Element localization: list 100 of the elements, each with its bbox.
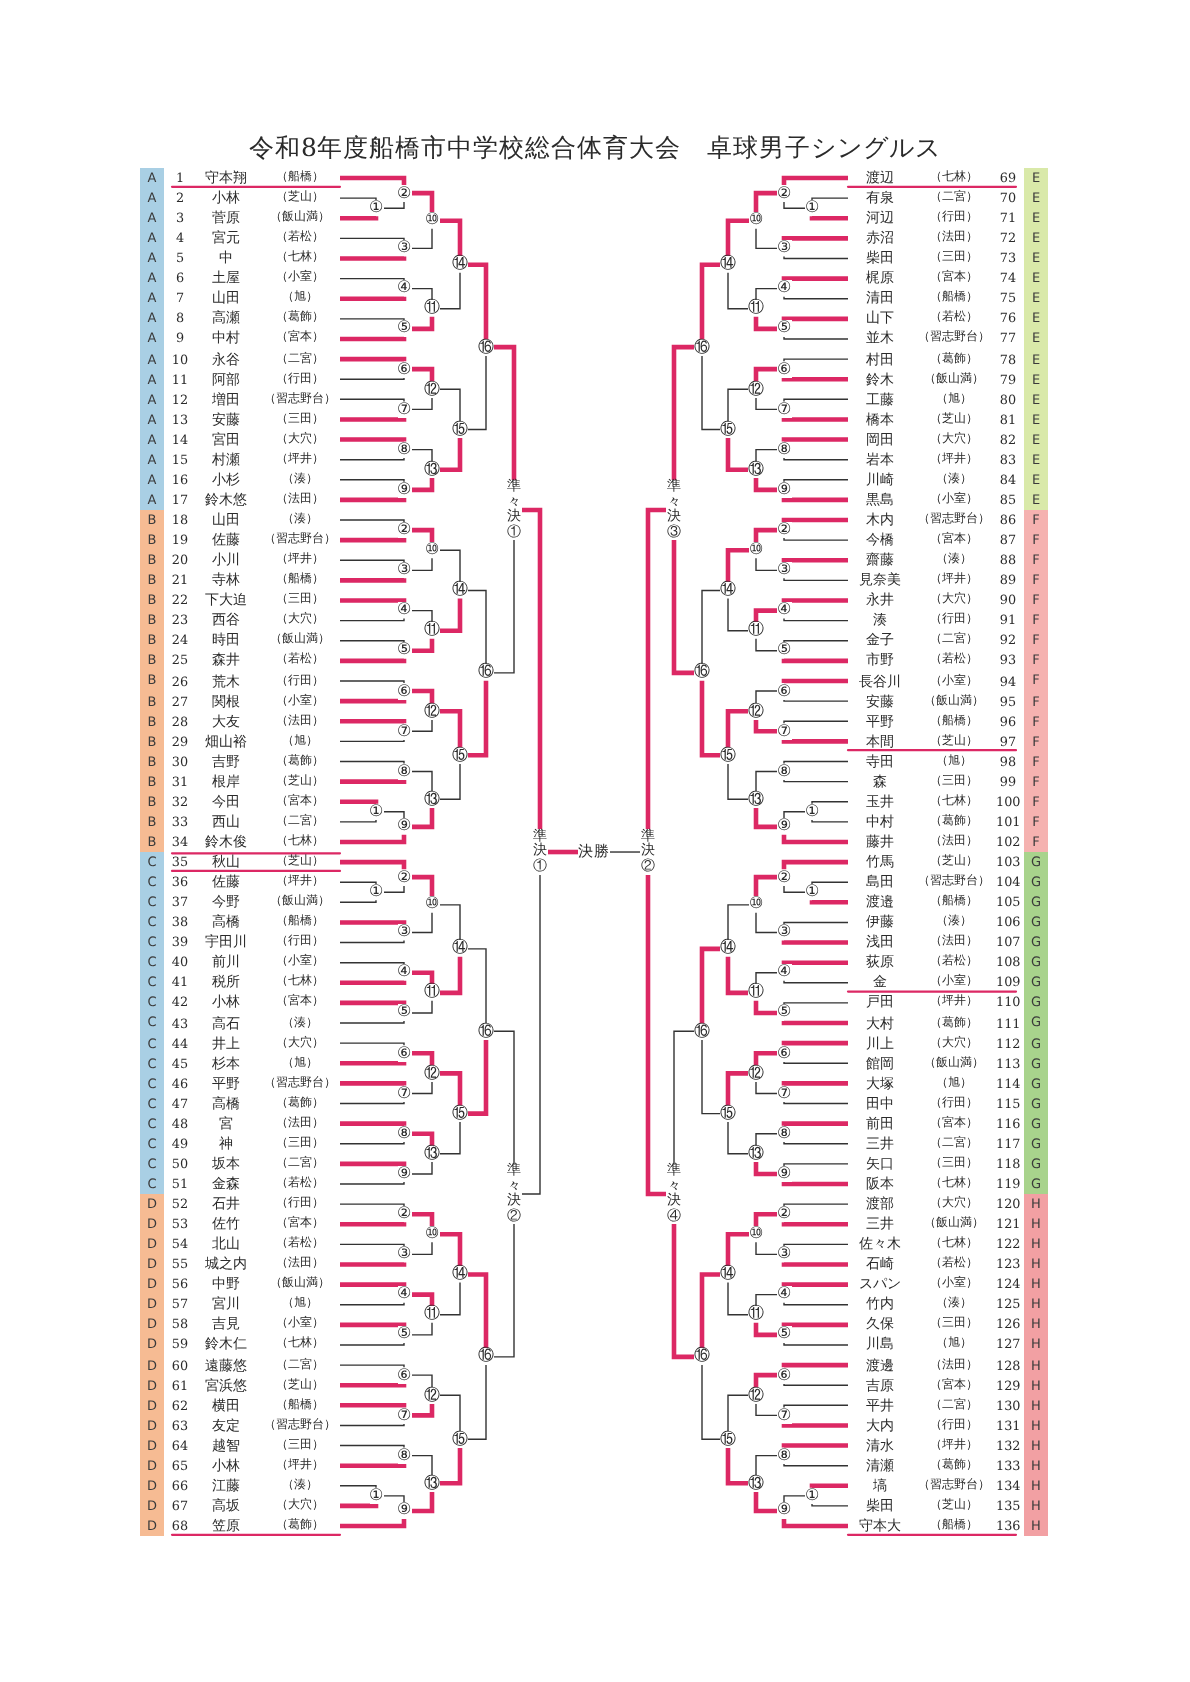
match-number: ⑨: [397, 1165, 411, 1182]
bracket-line: [753, 1211, 777, 1227]
bracket-line: [783, 884, 806, 893]
bracket-line: [468, 680, 489, 758]
bracket-line: [440, 1071, 463, 1106]
bracket-line: [783, 778, 849, 783]
bracket-line: [339, 318, 405, 322]
bracket-line: [340, 1282, 407, 1288]
bracket-line: [410, 1000, 433, 1014]
match-number: ⑨: [397, 481, 411, 498]
match-number: ⑫: [424, 1387, 440, 1404]
bracket-line: [781, 1081, 848, 1087]
bracket-line: [340, 1161, 407, 1167]
match-number: ⑥: [777, 683, 791, 700]
bracket-line: [699, 946, 720, 1024]
bracket-line: [411, 874, 435, 897]
bracket-line: [781, 175, 848, 186]
match-number: ④: [397, 1286, 411, 1303]
bracket-line: [340, 1518, 407, 1529]
bracket-line: [339, 456, 405, 461]
bracket-line: [410, 1322, 433, 1336]
bracket-line: [781, 437, 848, 443]
match-number: ③: [397, 924, 411, 941]
bracket-line: [755, 690, 778, 704]
bracket-line: [725, 1232, 749, 1267]
match-number: ②: [777, 185, 791, 202]
match-number: ⑫: [748, 1387, 764, 1404]
match-number: ⑯: [478, 1348, 494, 1365]
bracket-line: [411, 316, 435, 332]
bracket-line: [382, 200, 405, 209]
bracket-line: [340, 1221, 407, 1227]
match-number: ⑮: [720, 747, 736, 764]
bracket-line: [382, 884, 405, 893]
bracket-line: [781, 1040, 848, 1047]
bracket-line: [811, 1503, 849, 1507]
match-number: ②: [397, 869, 411, 886]
bracket-line: [781, 517, 848, 523]
bracket-line: [382, 1495, 405, 1504]
bracket-line: [781, 1282, 848, 1288]
bracket-line: [781, 738, 848, 744]
bracket-line: [781, 657, 848, 664]
bracket-line: [783, 1141, 849, 1145]
bracket-line: [340, 1081, 407, 1087]
bracket-line: [645, 875, 666, 1197]
match-number: ⑧: [397, 1125, 411, 1142]
match-number: ②: [777, 869, 791, 886]
bracket-line: [339, 1100, 405, 1105]
bracket-line: [468, 1039, 489, 1116]
match-number: ⑬: [424, 1475, 440, 1492]
match-number: ⑥: [397, 1367, 411, 1384]
match-number: ⑭: [720, 582, 736, 599]
match-number: ⑤: [397, 642, 411, 659]
bracket-line: [339, 1422, 405, 1427]
match-number: ⑬: [424, 1145, 440, 1162]
match-number: ⑫: [748, 703, 764, 720]
bracket-line: [781, 236, 848, 242]
bracket-line: [493, 1030, 515, 1165]
bracket-line: [339, 519, 405, 523]
title: 令和8年度船橋市中学校総合体育大会 卓球男子シングルス: [247, 132, 943, 162]
bracket-line: [340, 1261, 407, 1267]
bracket-line: [340, 215, 379, 221]
bracket-line: [753, 608, 777, 623]
bracket-line: [781, 859, 848, 870]
bracket-line: [783, 456, 849, 461]
bracket-line: [340, 979, 407, 986]
bracket-line: [411, 477, 435, 493]
bracket-line: [410, 770, 433, 792]
match-number: ⑭: [452, 940, 468, 957]
bracket-line: [753, 316, 777, 332]
bracket-line: [783, 336, 849, 340]
bracket-line: [340, 1060, 407, 1066]
bracket-line: [410, 228, 433, 250]
bracket-line: [783, 720, 849, 724]
bracket-line: [339, 398, 405, 403]
match-number: ⑨: [777, 481, 791, 498]
bracket-line: [781, 678, 848, 684]
bracket-line: [410, 1374, 433, 1388]
match-number: ⑨: [777, 1502, 791, 1519]
match-number: ③: [777, 562, 791, 579]
match-number: ⑯: [478, 339, 494, 356]
bracket-line: [548, 849, 578, 855]
bracket-line: [467, 948, 487, 1024]
bracket-line: [521, 874, 541, 1195]
bracket-line: [755, 912, 778, 934]
bracket-line: [339, 559, 405, 564]
bracket-line: [753, 874, 777, 897]
bracket-line: [410, 718, 433, 732]
match-number: ②: [397, 522, 411, 539]
bracket-line: [411, 366, 435, 382]
match-number: ④: [777, 280, 791, 297]
match-number: ⑦: [397, 1085, 411, 1102]
match-number: ⑪: [424, 1306, 440, 1323]
bracket-line: [340, 416, 407, 422]
bracket-line: [467, 589, 487, 666]
bracket-line: [699, 1272, 720, 1349]
match-number: ⑪: [748, 1306, 764, 1323]
bracket-line: [783, 617, 849, 622]
bracket-line: [467, 1364, 487, 1440]
bracket-line: [339, 1141, 405, 1145]
bracket-line: [727, 762, 749, 800]
